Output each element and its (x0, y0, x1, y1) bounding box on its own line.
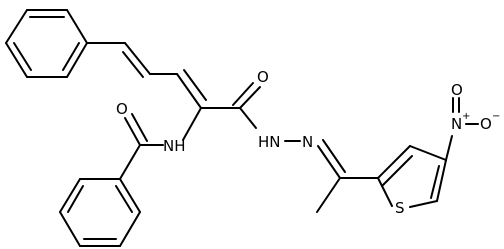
diene-chain (86, 42, 207, 109)
backbone-bonds (182, 82, 261, 141)
bond-lines (5, 9, 479, 247)
hydrazone-bonds (284, 139, 379, 213)
n-imine-label: N (302, 133, 313, 151)
n-nitro-charge-label: + (462, 111, 470, 122)
atom-labels: O NH O HN N S N + O O − (116, 68, 500, 217)
oxygen-benzamide-label: O (116, 100, 128, 118)
oxygen-nitro-right-label: O (480, 115, 492, 133)
hn-hydrazide-label: HN (258, 133, 281, 151)
phenyl-ring-bottom (59, 178, 141, 247)
oxygen-nitro-top-label: O (451, 81, 463, 99)
benzamide-bonds (119, 113, 164, 180)
oxygen-hydrazide-label: O (257, 68, 269, 86)
thiophene-ring (377, 145, 447, 208)
phenyl-ring-top (5, 9, 88, 78)
n-nitro-label: N (451, 115, 462, 133)
nitro-bonds (445, 97, 479, 161)
sulfur-label: S (395, 199, 405, 217)
nh-amide-label: NH (163, 137, 186, 155)
oxygen-nitro-charge-label: − (492, 111, 500, 122)
